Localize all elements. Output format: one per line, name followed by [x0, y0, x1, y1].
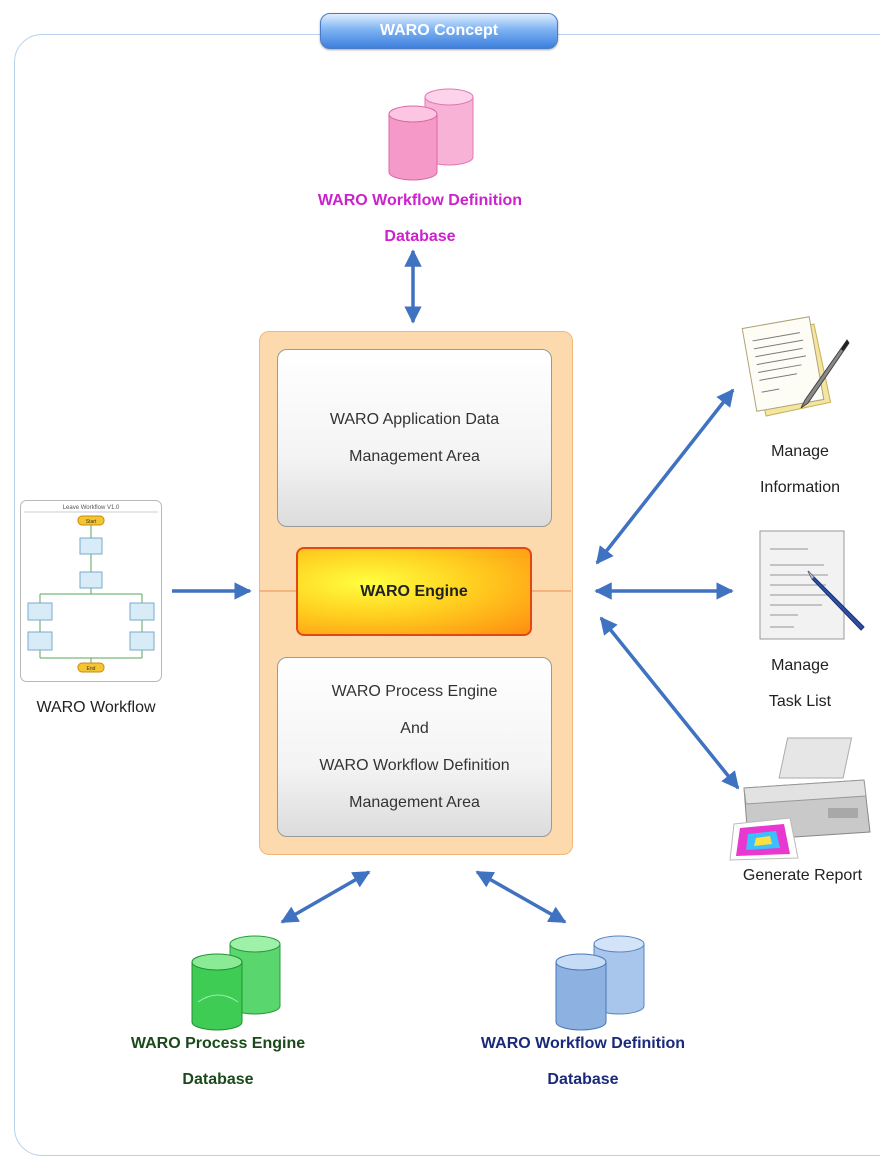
database-icon — [555, 935, 645, 1031]
label-line: Database — [384, 228, 456, 245]
label-line: Manage — [771, 657, 829, 674]
label-line: WARO Process Engine — [130, 1035, 306, 1052]
thumbnail-start: Start — [86, 519, 97, 525]
process-engine-management-area: WARO Process Engine And WARO Workflow De… — [277, 657, 552, 837]
waro-concept-diagram: WARO Concept WARO Workflow Definition Da — [10, 13, 880, 1156]
workflow-definition-db-label: WARO Workflow Definition Database — [290, 183, 550, 255]
label-line: Task List — [768, 693, 832, 710]
thumbnail-end: End — [87, 666, 96, 672]
arrow-workflow-db — [475, 870, 567, 924]
panel-text: Management Area — [349, 794, 480, 811]
generate-report-label: Generate Report — [725, 858, 880, 894]
arrow-manage-info — [595, 388, 735, 565]
engine-label: WARO Engine — [360, 582, 468, 600]
process-engine-db-label: WARO Process Engine Database — [90, 1026, 346, 1098]
label-line: Database — [547, 1071, 619, 1088]
panel-text: And — [400, 720, 429, 737]
database-icon — [191, 935, 281, 1031]
workflow-label: WARO Workflow — [10, 690, 182, 726]
thumbnail-title: Leave Workflow V1.0 — [63, 505, 120, 511]
printer-icon — [729, 737, 871, 861]
label-line: Information — [759, 479, 841, 496]
workflow-definition-db2-label: WARO Workflow Definition Database — [450, 1026, 716, 1098]
panel-text: WARO Workflow Definition — [319, 757, 510, 774]
label-line: WARO Workflow Definition — [480, 1035, 686, 1052]
label-line: Generate Report — [742, 867, 863, 884]
arrow-process-db — [280, 870, 371, 924]
manage-task-list-label: Manage Task List — [740, 648, 860, 720]
letter-pen-icon — [759, 530, 865, 640]
label-line: WARO Workflow Definition — [317, 192, 523, 209]
label-line: Database — [182, 1071, 254, 1088]
database-icon — [388, 88, 474, 181]
panel-text: WARO Process Engine — [331, 683, 498, 700]
panel-text: Management Area — [349, 448, 480, 465]
workflow-thumbnail: Leave Workflow V1.0 Start End — [20, 500, 162, 682]
arrow-report — [599, 616, 740, 790]
label-line: Manage — [771, 443, 829, 460]
document-pen-icon — [741, 316, 850, 417]
app-data-management-area: WARO Application Data Management Area — [277, 349, 552, 527]
label-line: WARO Workflow — [36, 699, 156, 716]
panel-text: WARO Application Data — [329, 411, 500, 428]
manage-information-label: Manage Information — [740, 434, 860, 506]
waro-engine-box: WARO Engine — [296, 547, 532, 636]
connectors — [172, 249, 740, 924]
diagram-title: WARO Concept — [320, 13, 558, 49]
